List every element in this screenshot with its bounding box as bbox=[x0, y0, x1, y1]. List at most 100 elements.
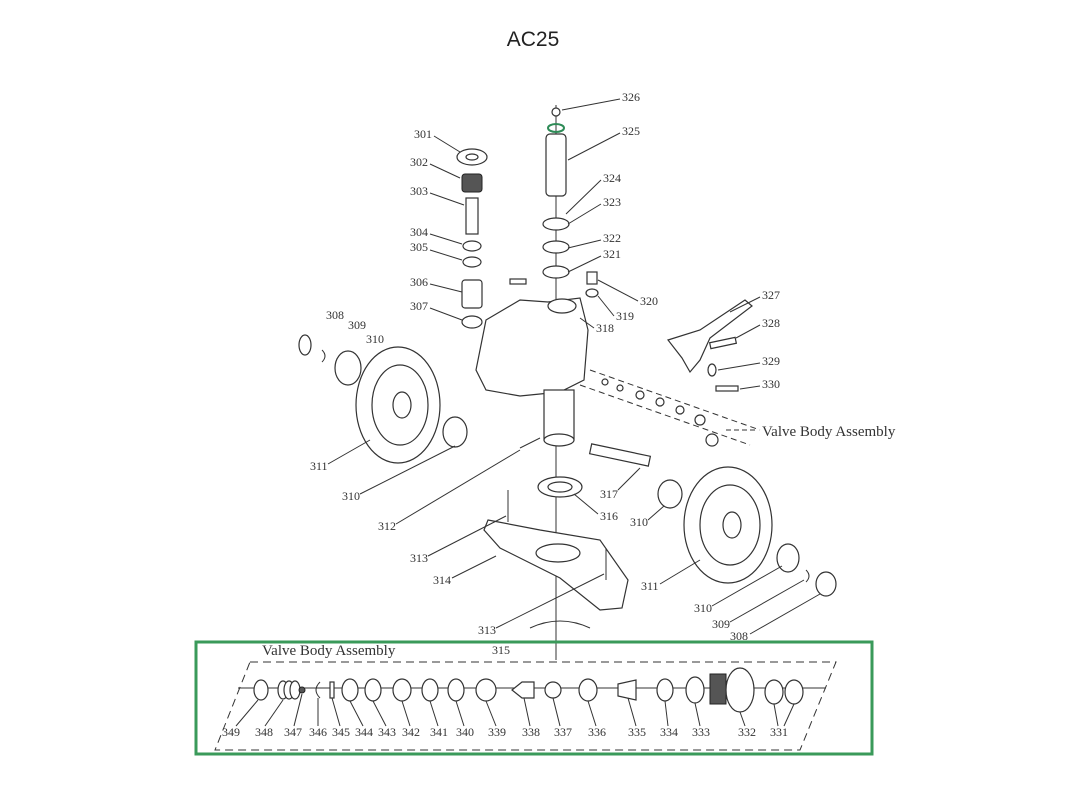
part-305 bbox=[462, 256, 482, 268]
part-327 bbox=[666, 299, 753, 374]
label-321: 321 bbox=[603, 247, 621, 261]
valve-label-348: 348 bbox=[255, 725, 273, 739]
label-329: 329 bbox=[762, 354, 780, 368]
part-304 bbox=[462, 240, 482, 252]
valve-assembly-frame bbox=[214, 661, 837, 751]
label-314: 314 bbox=[433, 573, 451, 587]
valve-label-349: 349 bbox=[222, 725, 240, 739]
part-317 bbox=[588, 443, 652, 467]
valve-label-336: 336 bbox=[588, 725, 606, 739]
label-310-d: 310 bbox=[694, 601, 712, 615]
left-stack bbox=[456, 148, 488, 329]
part-302 bbox=[461, 173, 483, 193]
upper-callouts: 301 302 303 304 305 306 307 308 309 310 … bbox=[310, 90, 821, 657]
label-325: 325 bbox=[622, 124, 640, 138]
part-315 bbox=[529, 620, 591, 629]
valve-label-345: 345 bbox=[332, 725, 350, 739]
label-320: 320 bbox=[640, 294, 658, 308]
label-308: 308 bbox=[326, 308, 344, 322]
part-328 bbox=[708, 336, 738, 350]
label-330: 330 bbox=[762, 377, 780, 391]
label-310-a: 310 bbox=[366, 332, 384, 346]
label-309-a: 309 bbox=[348, 318, 366, 332]
valve-upper-row bbox=[579, 369, 761, 447]
valve-label-347: 347 bbox=[284, 725, 302, 739]
label-311-b: 311 bbox=[641, 579, 659, 593]
center-stack bbox=[509, 107, 599, 298]
label-305: 305 bbox=[410, 240, 428, 254]
part-326 bbox=[551, 107, 561, 117]
valve-label-343: 343 bbox=[378, 725, 396, 739]
part-308-right bbox=[815, 571, 837, 597]
pump-body bbox=[475, 297, 589, 447]
left-wheel bbox=[298, 334, 468, 464]
part-310-right-b bbox=[776, 543, 800, 573]
part-321 bbox=[509, 278, 527, 285]
part-324 bbox=[542, 217, 570, 231]
part-310-left bbox=[334, 350, 362, 386]
part-312 bbox=[519, 437, 541, 449]
label-310-b: 310 bbox=[342, 489, 360, 503]
valve-label-335: 335 bbox=[628, 725, 646, 739]
part-322 bbox=[542, 265, 570, 279]
label-317: 317 bbox=[600, 487, 618, 501]
valve-label-344: 344 bbox=[355, 725, 373, 739]
label-313-a: 313 bbox=[410, 551, 428, 565]
valve-body-box-label: Valve Body Assembly bbox=[262, 643, 396, 659]
valve-label-339: 339 bbox=[488, 725, 506, 739]
diagram-title: AC25 bbox=[506, 28, 560, 51]
valve-label-333: 333 bbox=[692, 725, 710, 739]
part-323 bbox=[542, 240, 570, 254]
valve-body-label: Valve Body Assembly bbox=[762, 424, 896, 440]
label-307: 307 bbox=[410, 299, 428, 313]
label-306: 306 bbox=[410, 275, 428, 289]
part-307 bbox=[461, 315, 483, 329]
part-320 bbox=[586, 271, 598, 285]
valve-label-340: 340 bbox=[456, 725, 474, 739]
part-303 bbox=[465, 197, 479, 235]
valve-parts-row bbox=[253, 667, 804, 713]
handle-parts bbox=[666, 299, 753, 392]
valve-assembly-highlight-box bbox=[194, 640, 874, 756]
label-324: 324 bbox=[603, 171, 621, 185]
label-316: 316 bbox=[600, 509, 618, 523]
part-325 bbox=[545, 133, 567, 197]
label-303: 303 bbox=[410, 184, 428, 198]
right-wheel bbox=[657, 466, 837, 597]
valve-label-341: 341 bbox=[430, 725, 448, 739]
label-302: 302 bbox=[410, 155, 428, 169]
part-310-left-b bbox=[442, 416, 468, 448]
part-310-right bbox=[657, 479, 683, 509]
label-323: 323 bbox=[603, 195, 621, 209]
label-311-a: 311 bbox=[310, 459, 328, 473]
part-309-right bbox=[805, 569, 810, 583]
part-306 bbox=[461, 279, 483, 309]
label-326: 326 bbox=[622, 90, 640, 104]
label-309-b: 309 bbox=[712, 617, 730, 631]
part-308 bbox=[298, 334, 312, 356]
part-330 bbox=[715, 385, 739, 392]
label-308-b: 308 bbox=[730, 629, 748, 643]
valve-label-342: 342 bbox=[402, 725, 420, 739]
label-318: 318 bbox=[596, 321, 614, 335]
valve-label-337: 337 bbox=[554, 725, 572, 739]
valve-label-334: 334 bbox=[660, 725, 678, 739]
label-322: 322 bbox=[603, 231, 621, 245]
label-312: 312 bbox=[378, 519, 396, 533]
part-319 bbox=[585, 288, 599, 298]
body-cylinder bbox=[543, 389, 575, 441]
valve-label-331: 331 bbox=[770, 725, 788, 739]
label-310-c: 310 bbox=[630, 515, 648, 529]
label-315: 315 bbox=[492, 643, 510, 657]
part-309 bbox=[321, 349, 326, 363]
label-301: 301 bbox=[414, 127, 432, 141]
part-314 bbox=[483, 519, 629, 611]
valve-label-332: 332 bbox=[738, 725, 756, 739]
part-318 bbox=[475, 297, 589, 397]
label-304: 304 bbox=[410, 225, 428, 239]
valve-part-labels: 349 348 347 346 345 344 343 342 341 340 … bbox=[222, 693, 795, 739]
part-329 bbox=[707, 363, 717, 377]
label-328: 328 bbox=[762, 316, 780, 330]
valve-label-338: 338 bbox=[522, 725, 540, 739]
